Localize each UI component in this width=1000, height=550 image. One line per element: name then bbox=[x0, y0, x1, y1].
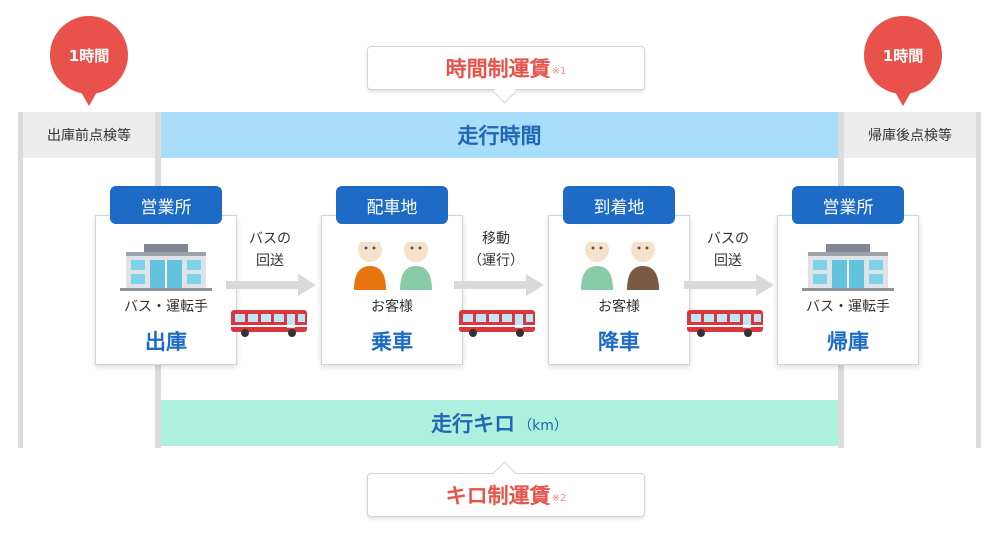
connector-line1: 移動 bbox=[482, 231, 510, 247]
station-subtitle: お客様 bbox=[598, 299, 640, 315]
station-subtitle: お客様 bbox=[371, 299, 413, 315]
frame-right-line bbox=[976, 112, 981, 448]
office-building-icon bbox=[120, 244, 212, 291]
hour-bubble-right-text: 1時間 bbox=[882, 46, 924, 65]
station-card-pickup: 配車地 お客様 乗車 bbox=[321, 186, 463, 365]
connector-label-deadhead-back: バスの 回送 bbox=[683, 228, 773, 272]
km-fare-callout: キロ制運賃 ※2 bbox=[367, 473, 645, 517]
km-fare-title: キロ制運賃 bbox=[445, 484, 551, 508]
hour-bubble-left-text: 1時間 bbox=[68, 46, 110, 65]
time-fare-note: ※1 bbox=[551, 65, 567, 77]
office-building-icon bbox=[802, 244, 894, 291]
travel-km-label: 走行キロ bbox=[431, 412, 516, 436]
arrow-right-icon bbox=[684, 274, 774, 296]
station-subtitle: バス・運転手 bbox=[124, 299, 208, 315]
station-subtitle: バス・運転手 bbox=[806, 299, 890, 315]
connector-line2: 回送 bbox=[714, 253, 742, 269]
bus-icon bbox=[231, 310, 307, 337]
travel-km-unit: （km） bbox=[518, 418, 568, 434]
km-fare-note: ※2 bbox=[551, 492, 567, 504]
bus-icon bbox=[459, 310, 535, 337]
passengers-icon bbox=[354, 242, 432, 290]
passengers-icon bbox=[581, 242, 659, 290]
time-fare-callout: 時間制運賃 ※1 bbox=[367, 46, 645, 90]
station-card-arrival: 到着地 お客様 降車 bbox=[548, 186, 690, 365]
station-action: 乗車 bbox=[371, 330, 413, 354]
hour-bubble-right: 1時間 bbox=[864, 16, 942, 106]
connector-line1: バスの bbox=[707, 231, 749, 247]
connector-label-operation: 移動 （運行） bbox=[451, 228, 541, 272]
station-action: 帰庫 bbox=[827, 330, 869, 354]
station-action: 降車 bbox=[598, 330, 640, 354]
time-fare-title: 時間制運賃 bbox=[445, 57, 551, 81]
connector-label-deadhead-out: バスの 回送 bbox=[225, 228, 315, 272]
pre-departure-inspection-label: 出庫前点検等 bbox=[23, 112, 155, 158]
travel-time-label: 走行時間 bbox=[457, 124, 542, 148]
station-action: 出庫 bbox=[145, 330, 187, 354]
frame-left-line bbox=[18, 112, 23, 448]
station-card-return: 営業所 バス・運転手 帰庫 bbox=[777, 186, 919, 365]
connector-line1: バスの bbox=[249, 231, 291, 247]
station-tag: 到着地 bbox=[563, 186, 675, 224]
connector-line2: 回送 bbox=[256, 253, 284, 269]
bus-icon bbox=[687, 310, 763, 337]
connector-line2: （運行） bbox=[468, 253, 524, 269]
station-tag: 営業所 bbox=[110, 186, 222, 224]
station-card-depart: 営業所 バス・運転手 出庫 bbox=[95, 186, 237, 365]
arrow-right-icon bbox=[454, 274, 544, 296]
post-return-inspection-label: 帰庫後点検等 bbox=[844, 112, 976, 158]
station-tag: 配車地 bbox=[336, 186, 448, 224]
hour-bubble-left: 1時間 bbox=[50, 16, 128, 106]
arrow-right-icon bbox=[226, 274, 316, 296]
station-tag: 営業所 bbox=[792, 186, 904, 224]
travel-km-band: 走行キロ （km） bbox=[161, 400, 838, 446]
travel-time-band: 走行時間 bbox=[161, 112, 838, 158]
